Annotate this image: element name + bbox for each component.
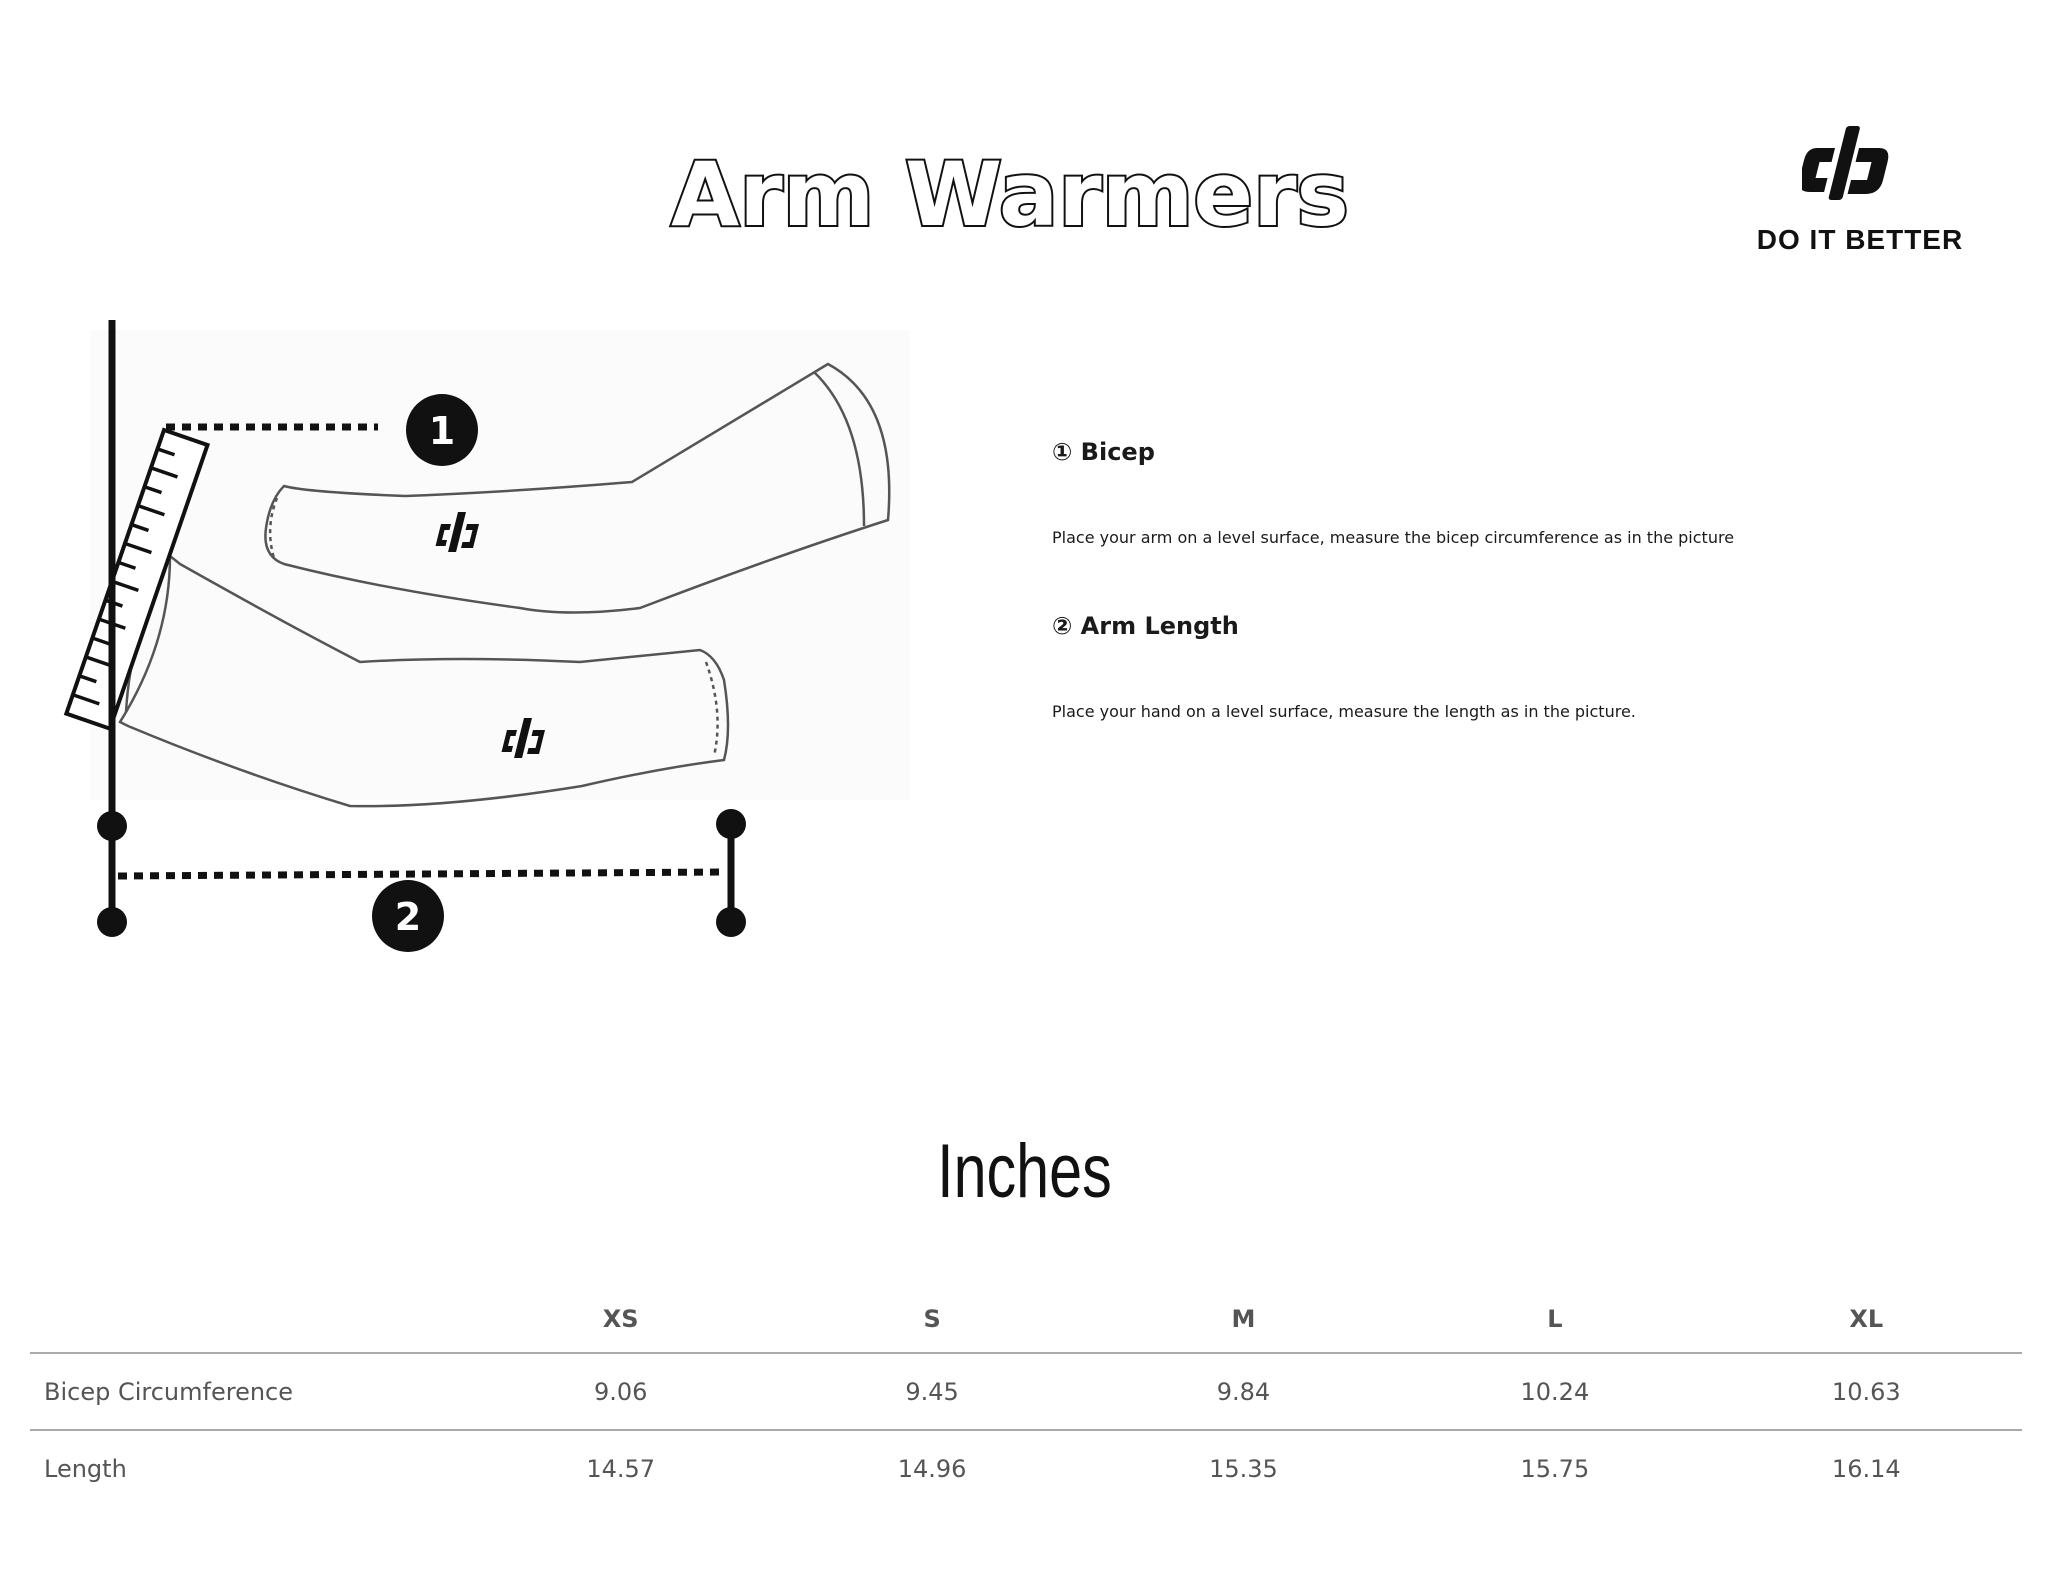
table-cell: 10.24	[1399, 1353, 1711, 1431]
row-label: Bicep Circumference	[30, 1353, 465, 1431]
bicep-heading: ① Bicep	[1052, 437, 1155, 466]
logo-mark-lower	[501, 718, 546, 758]
brand-name: DO IT BETTER	[1756, 224, 1964, 255]
arm-warmer-upper	[264, 362, 891, 614]
column-header-xs: XS	[465, 1285, 777, 1354]
bicep-instruction: Place your arm on a level surface, measu…	[1052, 528, 1735, 547]
table-cell: 9.84	[1087, 1353, 1400, 1431]
diagram-background	[90, 330, 910, 800]
table-cell: 9.45	[776, 1353, 1088, 1431]
brand-logo: DO IT BETTER	[1740, 120, 1980, 270]
page-title: Arm Warmers	[669, 141, 1351, 248]
table-cell: 15.75	[1520, 1454, 1590, 1483]
marker-2-label: 2	[395, 895, 421, 939]
marker-1-badge	[406, 394, 478, 466]
column-header-m: M	[1087, 1285, 1400, 1354]
measurement-diagram: 1 2	[63, 320, 910, 952]
column-header-l: L	[1399, 1285, 1711, 1354]
arm-length-instruction: Place your hand on a level surface, meas…	[1052, 702, 1636, 721]
column-header-s: S	[776, 1285, 1088, 1354]
table-cell: 15.35	[1209, 1454, 1278, 1483]
table-cell: 9.06	[465, 1353, 777, 1431]
page-title-text: Arm Warmers	[671, 143, 1349, 246]
table-header-row: XS S M L XL	[30, 1285, 2022, 1354]
arm-length-heading: ② Arm Length	[1052, 611, 1239, 640]
table-row: Bicep Circumference 9.06 9.45 9.84 10.24…	[30, 1353, 2022, 1431]
table-cell: 10.63	[1710, 1353, 2022, 1431]
db-logo-icon	[1802, 126, 1889, 200]
table-cell: 14.96	[897, 1454, 967, 1483]
table-row: Length 14.57 14.96 15.35 15.75 16.14	[30, 1430, 2022, 1506]
units-title: Inches	[937, 1129, 1112, 1214]
table-cell: 16.14	[1831, 1454, 1901, 1483]
length-indicator	[97, 320, 746, 937]
marker-1-label: 1	[429, 409, 455, 453]
table-corner-cell	[30, 1285, 465, 1354]
marker-2-badge	[372, 880, 444, 952]
table-cell: 14.57	[586, 1454, 656, 1483]
logo-mark-upper	[435, 512, 480, 552]
column-header-xl: XL	[1710, 1285, 2022, 1354]
row-label: Length	[44, 1454, 127, 1483]
size-chart-table: XS S M L XL Bicep Circumference 9.06 9.4…	[30, 1285, 2022, 1506]
